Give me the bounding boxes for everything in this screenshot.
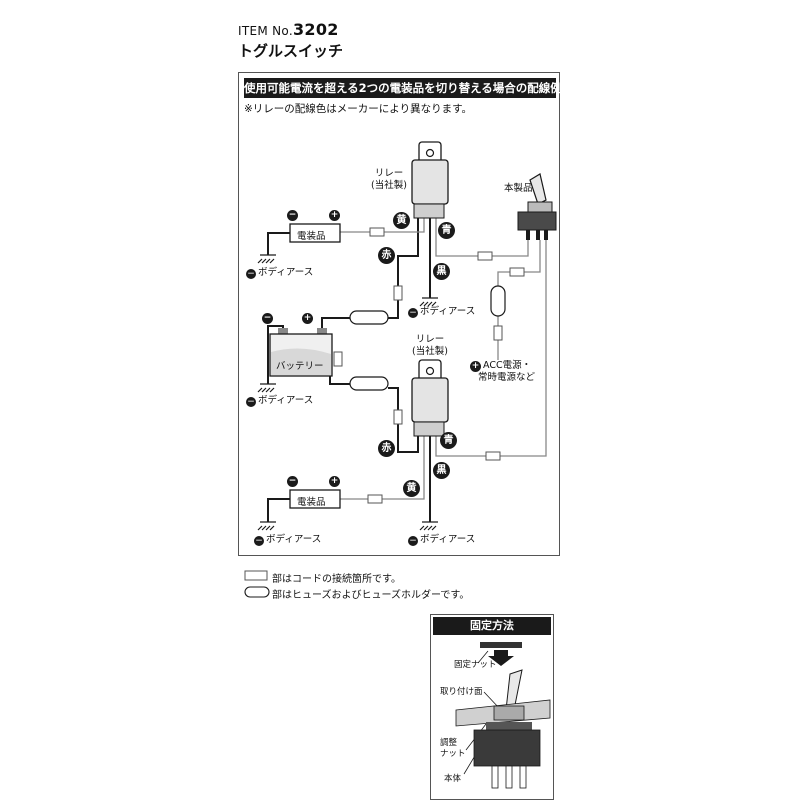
acc-power-label: +ACC電源・常時電源など xyxy=(470,360,535,384)
wiring-diagram-panel xyxy=(238,72,560,556)
connector-top-yellow xyxy=(369,227,385,237)
fuse-top xyxy=(349,310,389,325)
device-top-label: 電装品 xyxy=(297,231,326,242)
body-label: 本体 xyxy=(444,774,462,784)
body-earth-device-bottom: −ボディアース xyxy=(254,531,321,546)
minus-icon: − xyxy=(254,536,264,546)
adjust-nut-label: 調整ナット xyxy=(440,738,466,760)
wire-badge-yellow-bottom: 黄 xyxy=(403,480,420,497)
minus-icon: − xyxy=(408,536,418,546)
relay-top xyxy=(411,141,449,219)
relay-top-label: リレー(当社製) xyxy=(366,168,412,192)
device-top-plus: + xyxy=(329,210,340,221)
relay-wire-color-note: ※リレーの配線色はメーカーにより異なります。 xyxy=(244,103,473,115)
relay-bottom xyxy=(411,359,449,437)
wire-top-red xyxy=(388,218,419,319)
relay-top-label-line1: リレー xyxy=(374,168,404,179)
ground-battery xyxy=(257,383,276,393)
fuse-acc xyxy=(490,285,506,317)
body-earth-battery: −ボディアース xyxy=(246,392,313,407)
item-number-value: 3202 xyxy=(292,20,339,39)
acc-line2: 常時電源など xyxy=(478,372,536,383)
ground-relay-bottom xyxy=(419,521,438,531)
device-bottom-label: 電装品 xyxy=(297,497,326,508)
wire-badge-yellow-top: 黄 xyxy=(393,212,410,229)
relay-top-label-line2: (当社製) xyxy=(371,180,407,191)
device-top-minus: − xyxy=(287,210,298,221)
adjust-nut-line2: ナット xyxy=(440,749,466,759)
fuse-bottom xyxy=(349,376,389,391)
legend-symbols xyxy=(244,570,270,598)
wire-badge-blue-bottom: 青 xyxy=(440,432,457,449)
connector-battery-plus xyxy=(333,351,343,367)
wire-badge-red-bottom: 赤 xyxy=(378,440,395,457)
fixing-nut-label: 固定ナット xyxy=(454,660,497,670)
legend-fuse-text: 部はヒューズおよびヒューズホルダーです。 xyxy=(272,590,470,601)
device-bottom-box xyxy=(289,489,341,509)
mount-surface-label: 取り付け面 xyxy=(440,687,483,697)
minus-icon: − xyxy=(246,397,256,407)
body-earth-device-top: −ボディアース xyxy=(246,264,313,279)
body-earth-label: ボディアース xyxy=(258,267,314,278)
product-name: トグルスイッチ xyxy=(238,42,344,60)
body-earth-label: ボディアース xyxy=(258,395,314,406)
wiring-diagram-title: 使用可能電流を超える2つの電装品を切り替える場合の配線例 xyxy=(244,78,562,98)
minus-icon: − xyxy=(408,308,418,318)
body-earth-relay-bottom: −ボディアース xyxy=(408,531,475,546)
product-label: 本製品 xyxy=(504,183,533,194)
connector-bottom-blue xyxy=(485,451,501,461)
adjust-nut-line1: 調整 xyxy=(440,738,458,748)
wire-device-top-earth xyxy=(267,232,290,255)
switch-body xyxy=(473,729,541,767)
legend-connector-text: 部はコードの接続箇所です。 xyxy=(272,574,401,585)
connector-top-blue xyxy=(477,251,493,261)
minus-icon: − xyxy=(246,269,256,279)
wire-badge-black-top: 黒 xyxy=(433,263,450,280)
relay-bottom-label-line1: リレー xyxy=(415,334,445,345)
device-bottom-plus: + xyxy=(329,476,340,487)
fixing-nut-icon xyxy=(480,642,522,648)
legend-connector-icon xyxy=(244,570,268,581)
relay-bottom-label-line2: (当社製) xyxy=(412,346,448,357)
plus-icon: + xyxy=(470,361,481,372)
body-earth-label: ボディアース xyxy=(266,534,322,545)
item-prefix: ITEM No. xyxy=(238,24,293,38)
connector-acc-lower xyxy=(493,325,503,341)
item-number: ITEM No.3202 xyxy=(238,20,339,39)
wire-badge-red-top: 赤 xyxy=(378,247,395,264)
wire-device-bottom-earth xyxy=(267,498,290,522)
fixing-method-title: 固定方法 xyxy=(433,617,551,635)
ground-device-top xyxy=(257,254,276,264)
ground-relay-top xyxy=(419,297,438,307)
relay-bottom-label: リレー(当社製) xyxy=(402,334,458,358)
wire-top-yellow xyxy=(340,218,425,233)
device-top-box xyxy=(289,223,341,243)
body-earth-label: ボディアース xyxy=(420,534,476,545)
battery xyxy=(269,328,333,377)
ground-device-bottom xyxy=(257,521,276,531)
connector-bottom-yellow xyxy=(367,494,383,504)
connector-bottom-red xyxy=(393,409,403,425)
wire-bottom-red xyxy=(388,387,419,453)
wire-badge-blue-top: 青 xyxy=(438,222,455,239)
battery-minus: − xyxy=(262,313,273,324)
acc-line1: ACC電源・ xyxy=(483,360,532,371)
battery-plus: + xyxy=(302,313,313,324)
wire-badge-black-bottom: 黒 xyxy=(433,462,450,479)
body-earth-label: ボディアース xyxy=(420,306,476,317)
connector-top-red xyxy=(393,285,403,301)
body-earth-relay-top: −ボディアース xyxy=(408,303,475,318)
device-bottom-minus: − xyxy=(287,476,298,487)
connector-acc xyxy=(509,267,525,277)
battery-label: バッテリー xyxy=(276,361,324,372)
toggle-switch-product xyxy=(517,173,557,240)
down-arrow-icon xyxy=(488,650,514,666)
legend-fuse-icon xyxy=(244,586,270,598)
fixing-method-drawing xyxy=(455,642,551,789)
